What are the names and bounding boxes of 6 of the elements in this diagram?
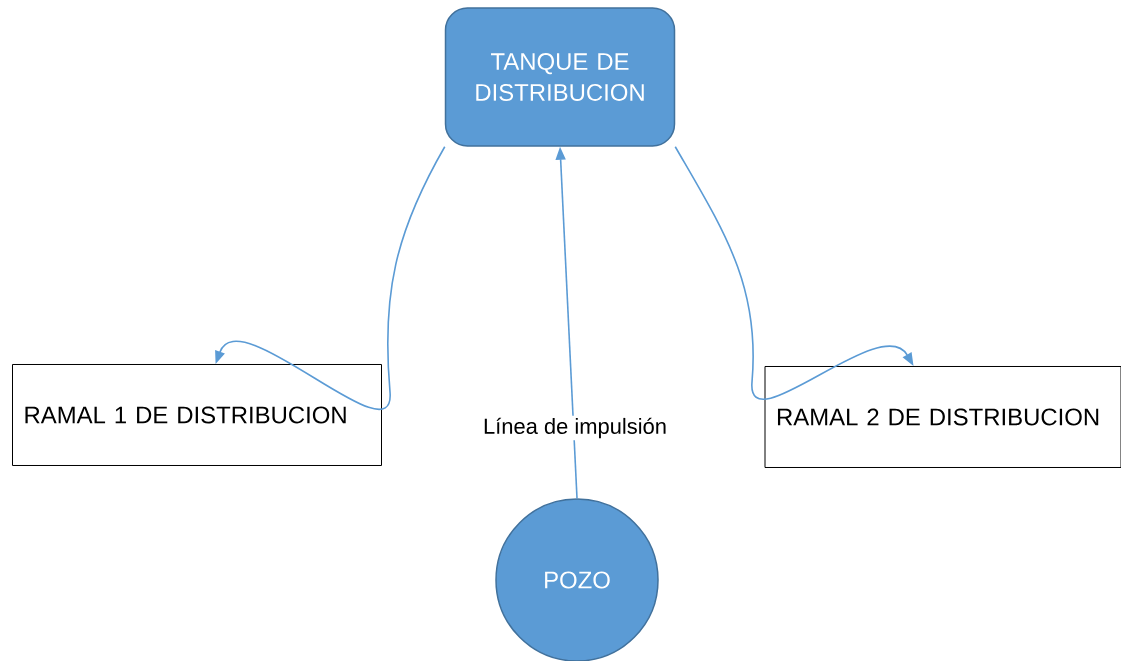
arrow	[674, 145, 914, 400]
process-box: RAMAL 2 DE DISTRIBUCION	[764, 366, 1121, 468]
edge-label: Línea de impulsión	[481, 415, 669, 441]
tank-box: TANQUE DE DISTRIBUCION	[444, 7, 676, 147]
process-box: RAMAL 1 DE DISTRIBUCION	[12, 364, 382, 466]
arrow	[215, 145, 446, 411]
